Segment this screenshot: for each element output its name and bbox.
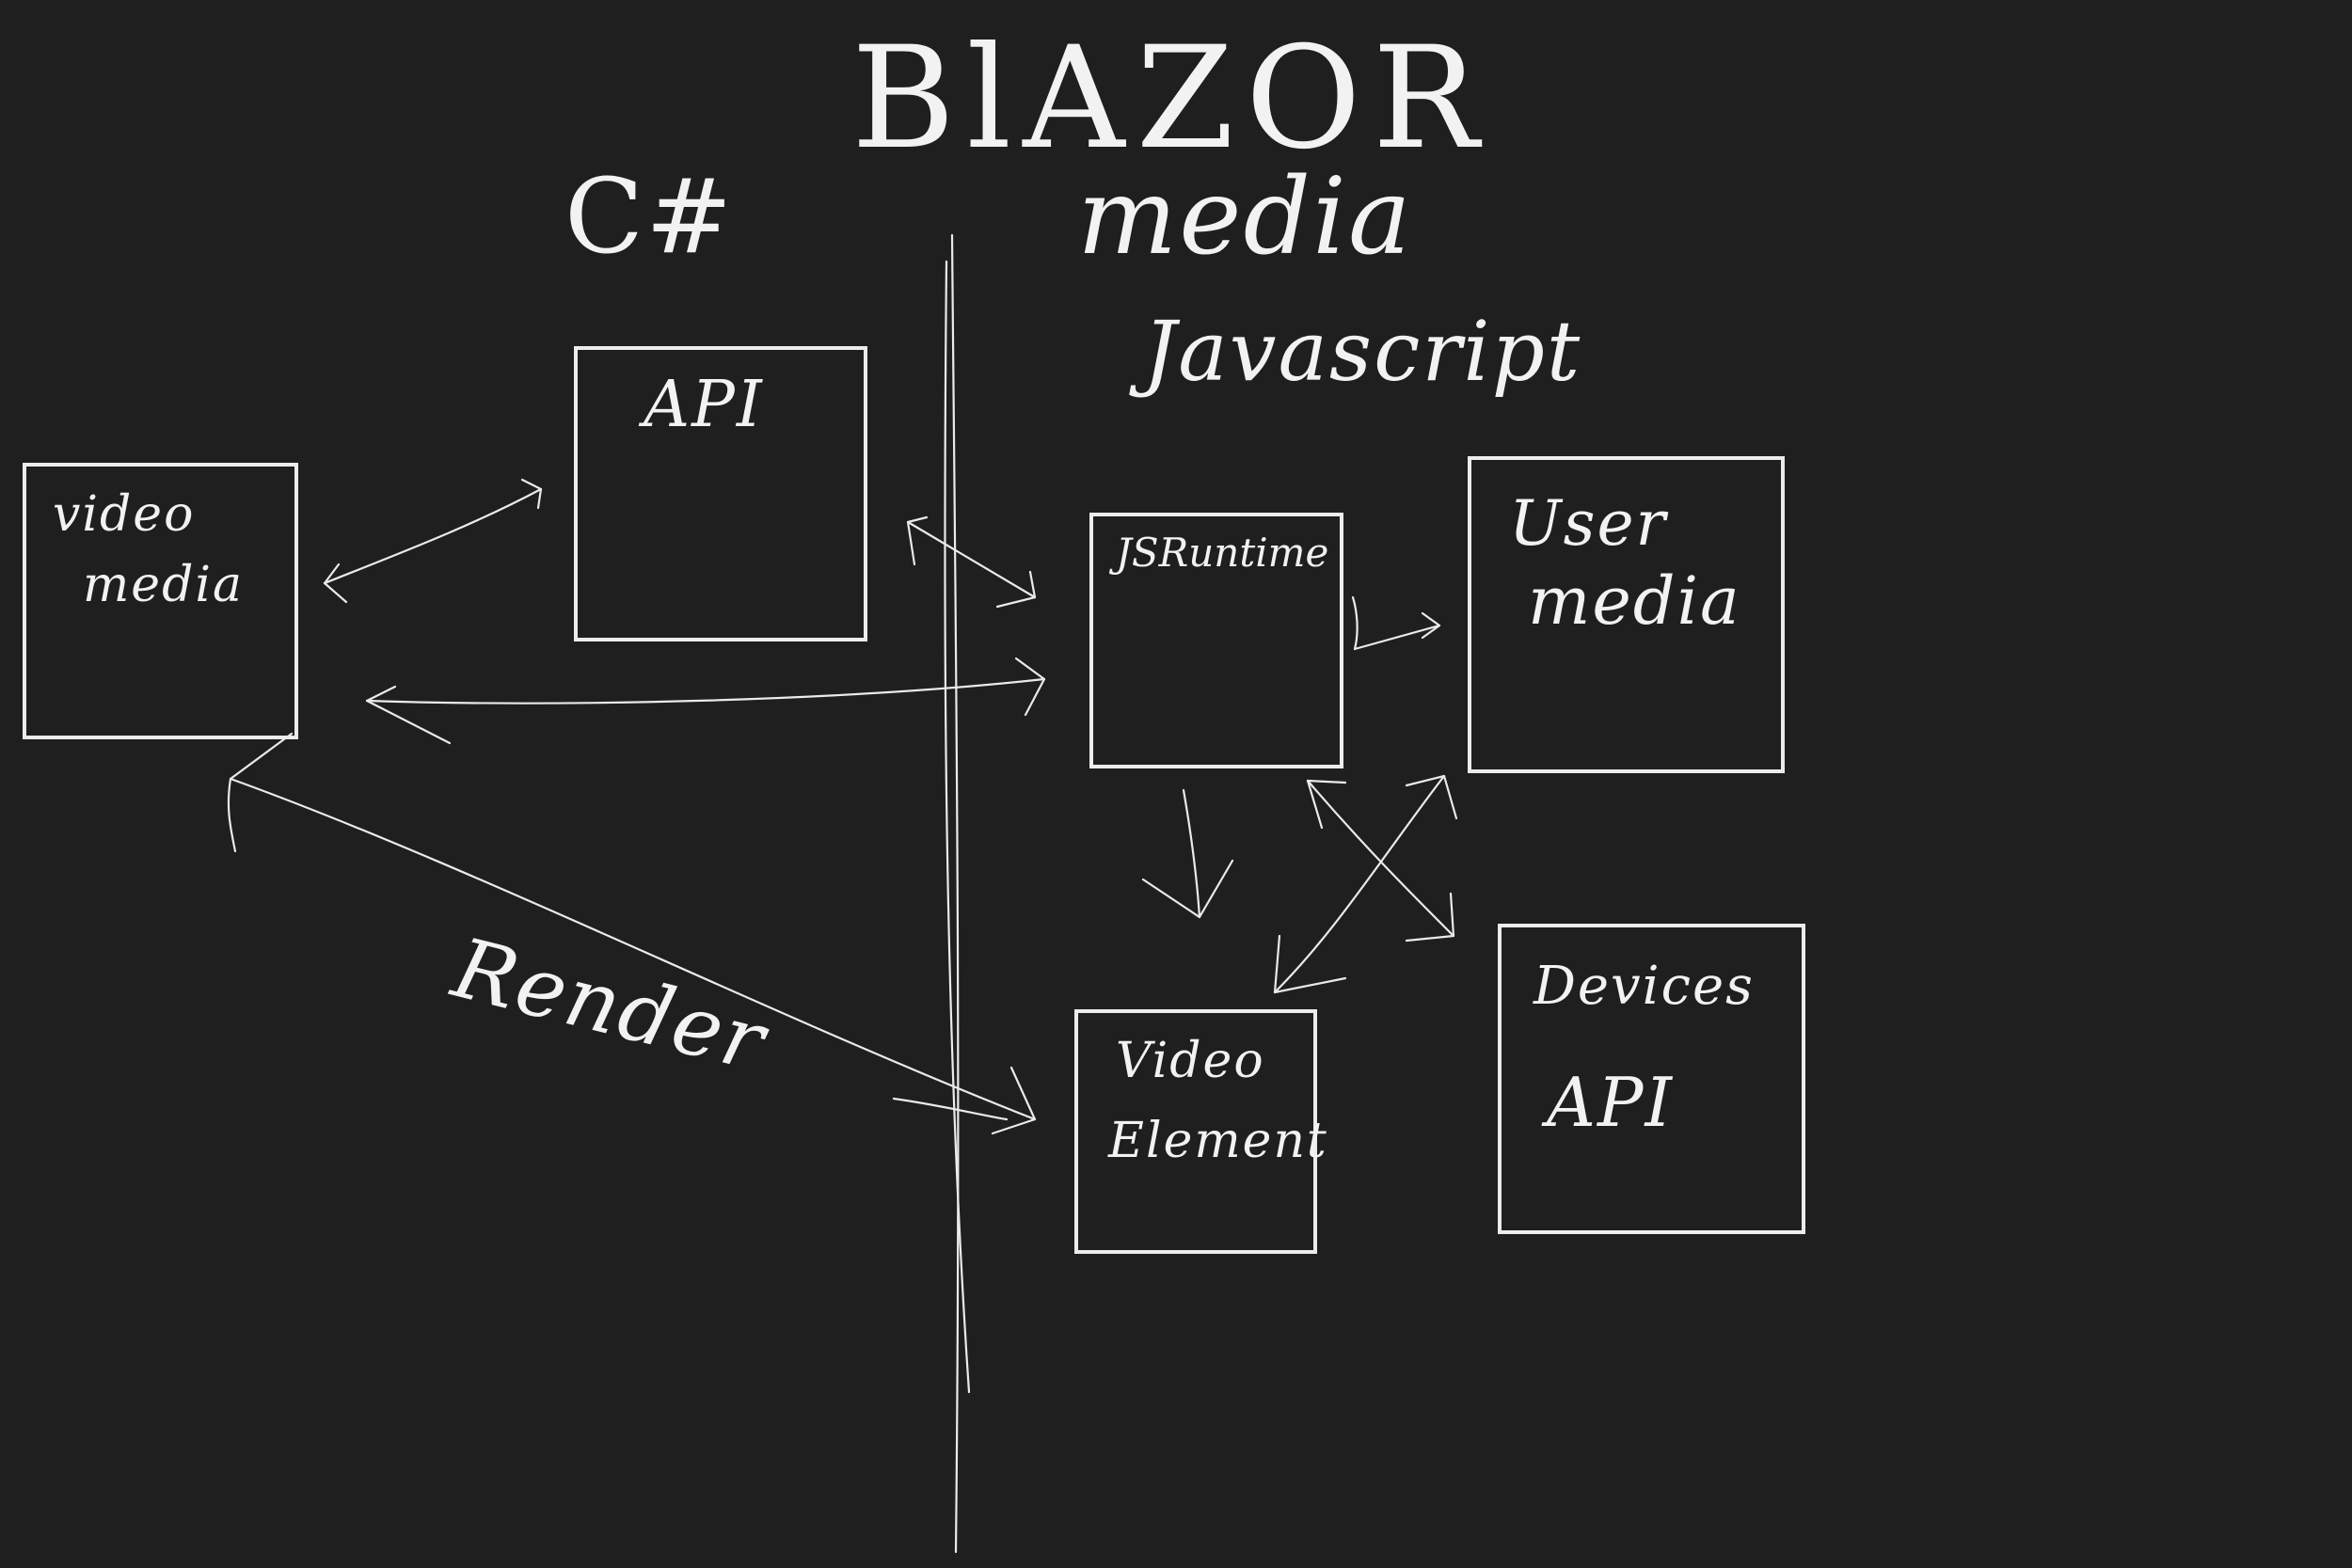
section-label-csharp: C# — [564, 156, 735, 277]
jsruntime-box-label: JSRuntime — [1116, 530, 1329, 576]
video-element-box-line2: Element — [1108, 1113, 1328, 1169]
arrow-videomedia-jsruntime — [365, 677, 1046, 705]
jsruntime-box: JSRuntime — [1089, 513, 1343, 768]
arrow-usermedia-videoelement — [1273, 774, 1446, 994]
api-box-label: API — [644, 368, 764, 442]
api-box: API — [574, 346, 867, 641]
video-media-box: video media — [23, 463, 298, 739]
divider-line — [950, 233, 960, 1554]
section-label-javascript: Javascript — [1143, 303, 1582, 400]
devices-api-box-line2: API — [1547, 1063, 1674, 1142]
arrow-jsruntime-devicesapi — [1306, 779, 1455, 938]
diagram-title: BlAZOR — [851, 17, 1490, 181]
arrow-render — [229, 777, 1037, 1121]
video-element-box-line1: Video — [1116, 1033, 1265, 1089]
devices-api-box-line1: Devices — [1534, 956, 1755, 1017]
arrow-jsruntime-videoelement — [1182, 788, 1201, 919]
user-media-box-line2: media — [1528, 562, 1741, 640]
arrow-videomedia-api — [323, 487, 543, 585]
arrow-api-jsruntime — [906, 520, 1037, 599]
video-element-box: Video Element — [1074, 1009, 1327, 1254]
user-media-box: User media — [1468, 456, 1785, 773]
video-media-box-line1: video — [53, 486, 196, 543]
divider-line-second-stroke — [944, 260, 971, 1394]
devices-api-box: Devices API — [1498, 924, 1805, 1234]
arrow-jsruntime-usermedia — [1353, 624, 1441, 651]
user-media-box-line1: User — [1509, 487, 1668, 560]
video-media-box-line2: media — [83, 557, 245, 613]
diagram-subtitle: media — [1077, 156, 1413, 278]
